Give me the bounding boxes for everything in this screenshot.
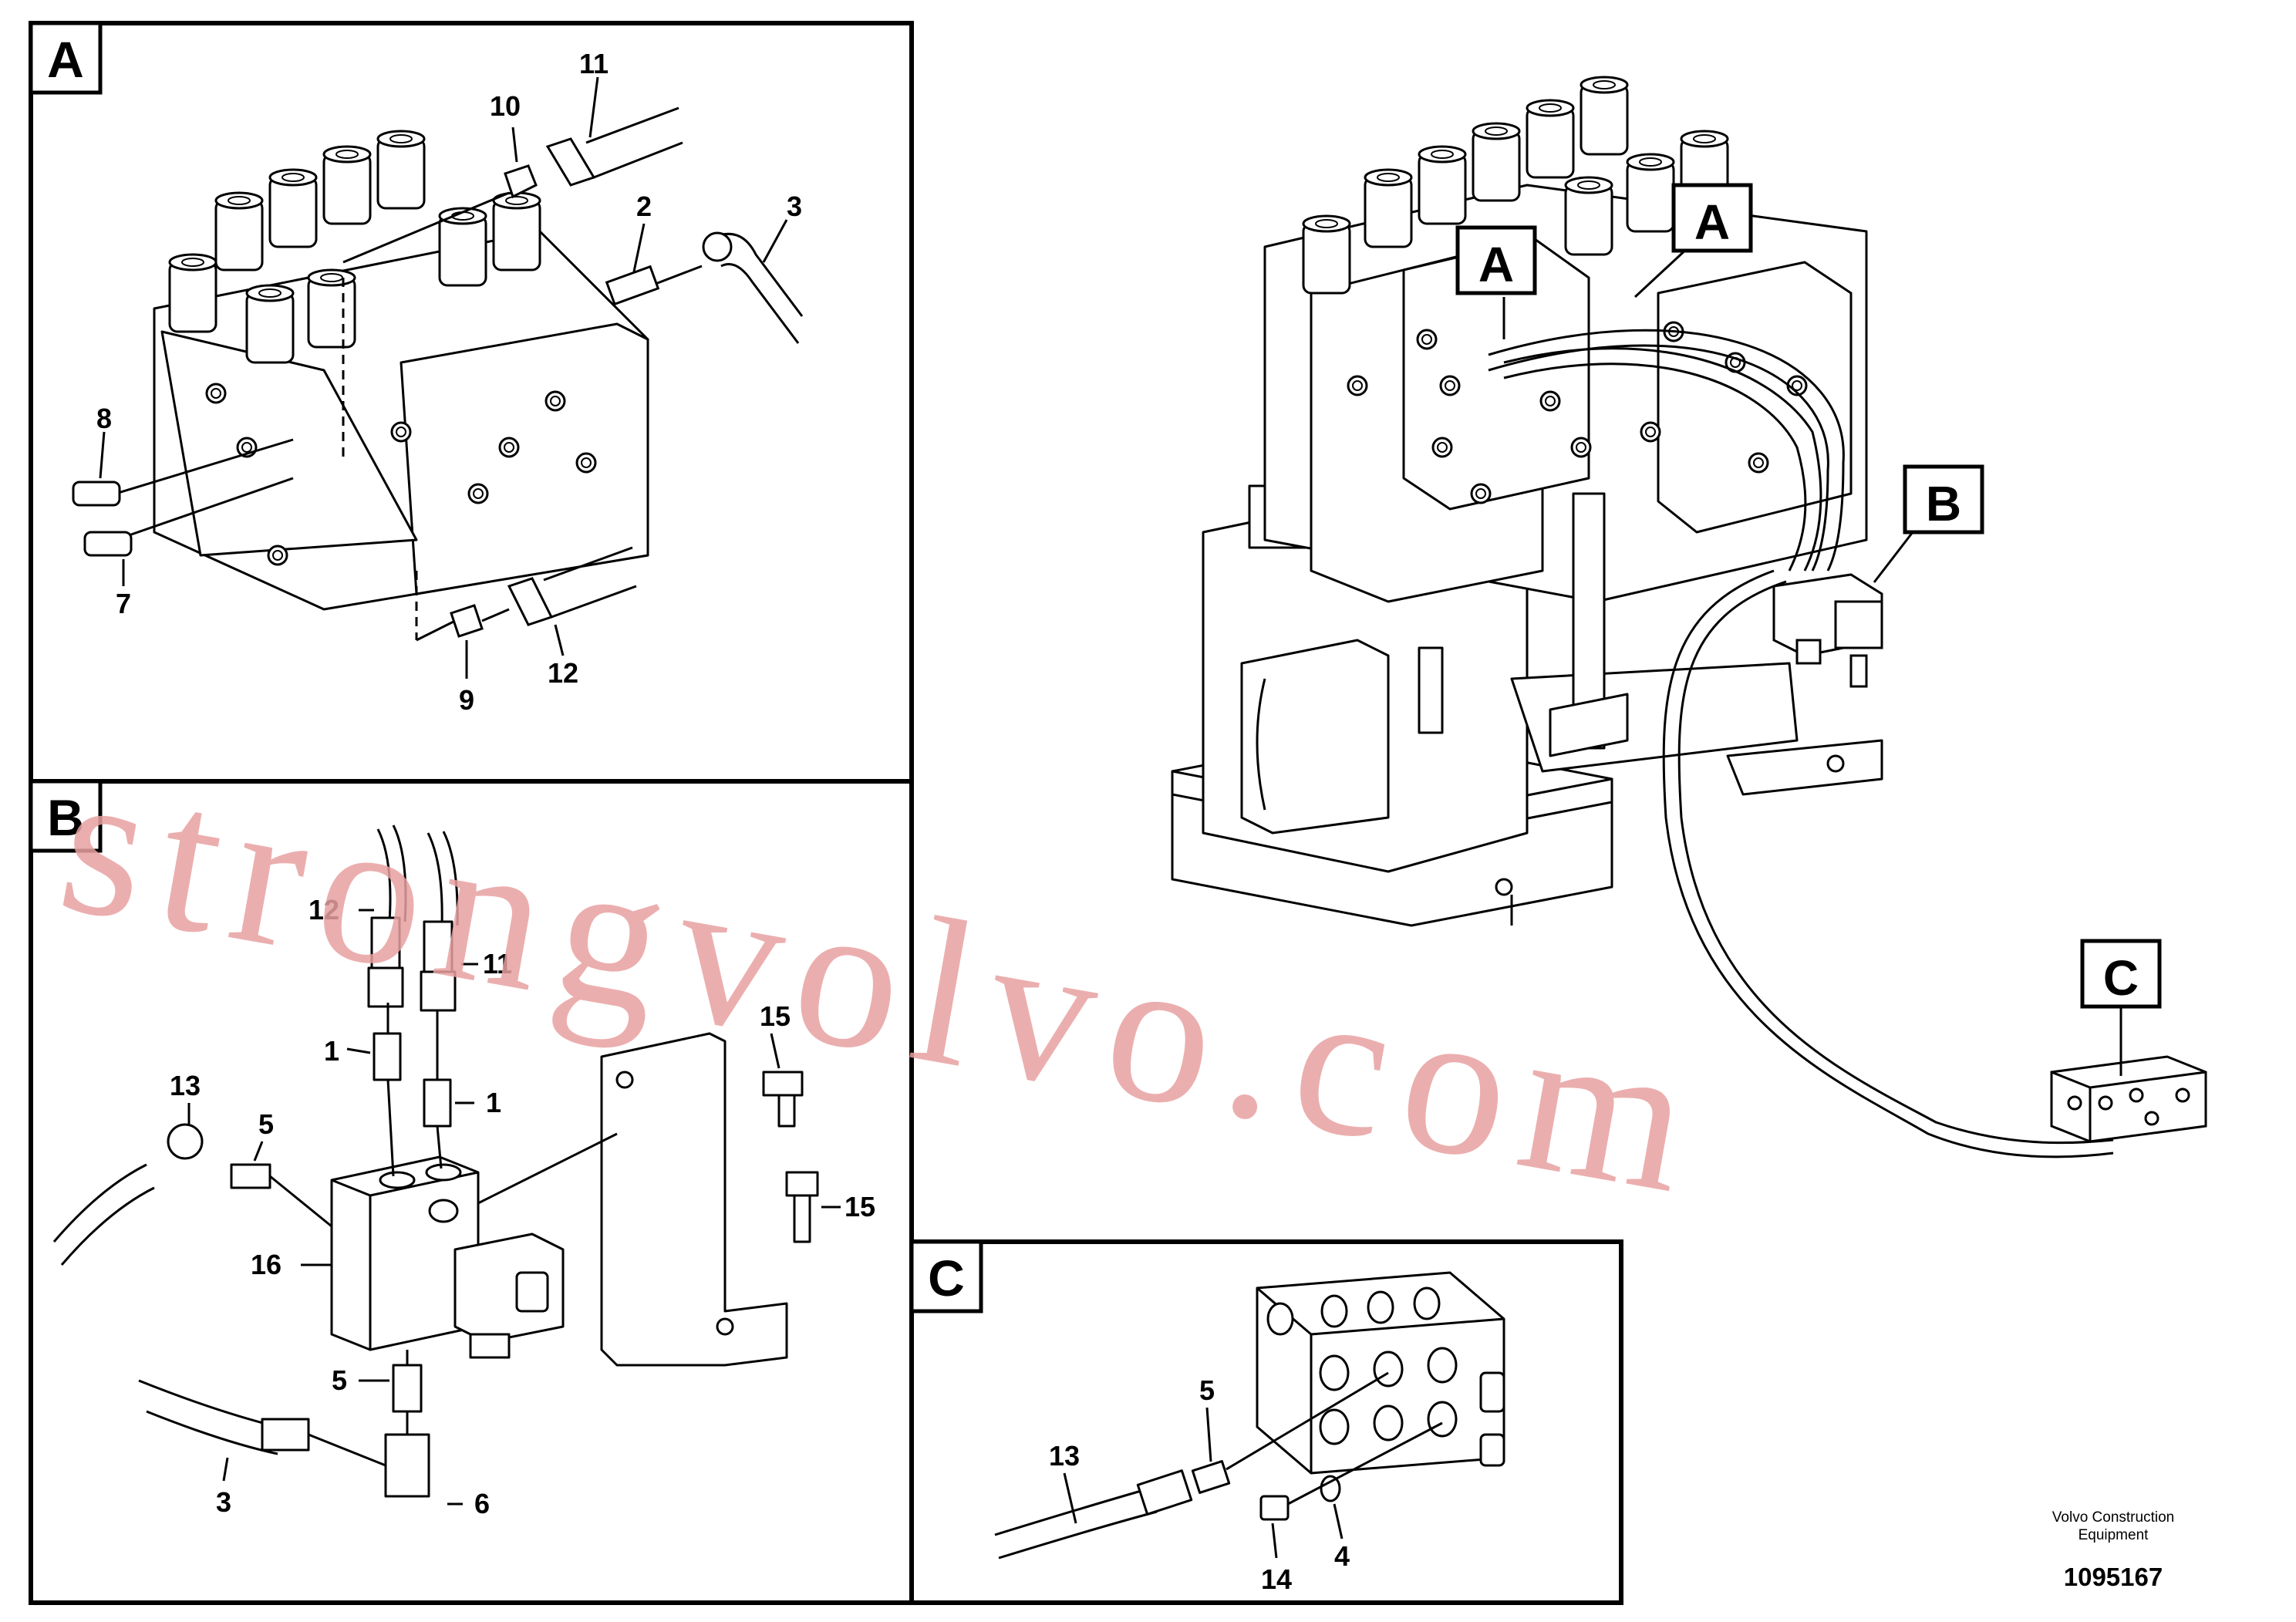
main-valve-b (1772, 573, 1883, 688)
callout-letter: C (2103, 950, 2139, 1006)
main-assembly (1171, 76, 1883, 927)
manufacturer-line2: Equipment (2078, 1527, 2149, 1543)
part-label: 5 (1199, 1374, 1215, 1406)
part-label: 11 (579, 48, 609, 79)
part-label: 4 (1334, 1540, 1350, 1572)
part-label: 8 (96, 403, 112, 434)
part-label: 14 (1261, 1563, 1292, 1595)
callout-letter: A (1694, 194, 1730, 250)
detail-view-b: B (29, 779, 914, 1605)
callout-letter: B (1926, 476, 1961, 531)
manufacturer-line1: Volvo Construction (2052, 1509, 2175, 1526)
part-label: 11 (483, 948, 512, 980)
part-label: 15 (760, 1000, 791, 1032)
part-label: 1 (486, 1087, 501, 1118)
part-label: 16 (251, 1249, 282, 1280)
part-label: 5 (332, 1364, 347, 1396)
part-label: 2 (636, 191, 652, 222)
main-hoses (1488, 329, 2114, 1158)
part-label: 10 (490, 90, 521, 122)
part-label: 15 (845, 1191, 875, 1222)
part-label: 6 (474, 1488, 490, 1519)
part-label: 7 (116, 588, 131, 619)
part-label: 9 (459, 684, 474, 716)
part-label: 13 (170, 1070, 201, 1101)
part-label: 5 (258, 1108, 274, 1140)
main-block-c (2050, 1055, 2207, 1143)
callout-b: B (1903, 464, 1984, 534)
detail-letter: B (47, 789, 84, 846)
part-label: 12 (308, 894, 339, 926)
part-label: 3 (216, 1486, 231, 1518)
part-label: 1 (324, 1035, 339, 1067)
part-label: 3 (787, 191, 802, 222)
callout-c: C (2080, 939, 2162, 1009)
detail-letter: C (928, 1249, 965, 1307)
callout-a-left: A (1455, 225, 1537, 295)
callout-letter: A (1478, 237, 1514, 292)
callout-a-right: A (1671, 183, 1753, 253)
detail-view-c: C (909, 1239, 1623, 1605)
detail-letter: A (47, 31, 84, 88)
detail-view-a: A (29, 21, 914, 784)
part-label: 13 (1049, 1440, 1080, 1472)
drawing-number: 1095167 (2063, 1563, 2163, 1591)
part-label: 12 (548, 657, 578, 689)
